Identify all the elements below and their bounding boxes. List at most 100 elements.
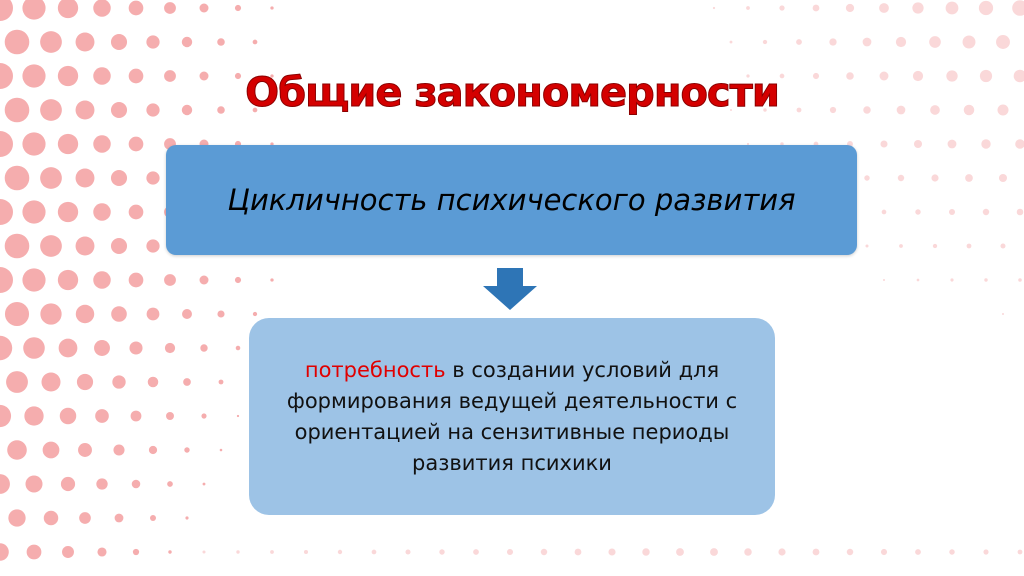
background-dot bbox=[846, 548, 854, 556]
background-dot bbox=[1016, 208, 1024, 216]
background-dot bbox=[812, 4, 820, 12]
background-dot bbox=[778, 548, 786, 556]
background-dot bbox=[129, 341, 143, 355]
background-dot bbox=[984, 278, 988, 282]
background-dot bbox=[93, 271, 111, 289]
background-dot bbox=[882, 278, 886, 282]
background-dot bbox=[979, 69, 993, 83]
background-dot bbox=[42, 441, 60, 459]
background-dot bbox=[236, 550, 240, 554]
background-dot bbox=[40, 235, 62, 257]
background-dot bbox=[0, 474, 10, 494]
background-dot bbox=[22, 268, 46, 292]
background-dot bbox=[676, 548, 684, 556]
background-dot bbox=[405, 549, 411, 555]
background-dot bbox=[863, 106, 871, 114]
background-dot bbox=[862, 37, 872, 47]
background-dot bbox=[22, 0, 46, 20]
background-dot bbox=[201, 413, 207, 419]
background-dot bbox=[912, 2, 924, 14]
background-dot bbox=[58, 338, 78, 358]
background-dot bbox=[181, 36, 193, 48]
background-dot bbox=[946, 70, 958, 82]
background-dot bbox=[146, 239, 160, 253]
background-dot bbox=[202, 550, 206, 554]
background-dot bbox=[916, 278, 920, 282]
background-dot bbox=[950, 278, 954, 282]
background-dot bbox=[0, 63, 13, 89]
background-dot bbox=[915, 209, 921, 215]
background-dot bbox=[439, 549, 445, 555]
background-dot bbox=[75, 100, 95, 120]
background-dot bbox=[997, 104, 1009, 116]
background-dot bbox=[97, 547, 107, 557]
background-dot bbox=[0, 131, 13, 157]
background-dot bbox=[113, 444, 125, 456]
background-dot bbox=[896, 105, 906, 115]
background-dot bbox=[473, 549, 479, 555]
background-dot bbox=[270, 6, 274, 10]
background-dot bbox=[0, 543, 9, 561]
background-dot bbox=[880, 548, 888, 556]
background-dot bbox=[26, 544, 42, 560]
background-dot bbox=[763, 108, 767, 112]
background-dot bbox=[110, 237, 128, 255]
background-dot bbox=[1012, 0, 1024, 16]
background-dot bbox=[25, 475, 43, 493]
background-dot bbox=[167, 481, 173, 487]
background-dot bbox=[95, 409, 109, 423]
background-dot bbox=[57, 0, 79, 19]
background-dot bbox=[982, 208, 990, 216]
background-dot bbox=[130, 410, 142, 422]
background-dot bbox=[712, 6, 716, 10]
background-dot bbox=[746, 142, 750, 146]
background-dot bbox=[93, 67, 111, 85]
background-dot bbox=[846, 72, 854, 80]
background-dot bbox=[642, 548, 650, 556]
background-dot bbox=[4, 165, 30, 191]
background-dot bbox=[185, 516, 189, 520]
background-dot bbox=[40, 99, 62, 121]
background-dot bbox=[200, 344, 208, 352]
background-dot bbox=[998, 173, 1008, 183]
background-dot bbox=[75, 304, 95, 324]
background-dot bbox=[146, 35, 160, 49]
background-dot bbox=[780, 142, 784, 146]
background-dot bbox=[7, 440, 27, 460]
background-dot bbox=[0, 0, 13, 21]
top-box: Цикличность психического развития bbox=[166, 145, 857, 255]
background-dot bbox=[506, 548, 514, 556]
background-dot bbox=[829, 38, 837, 46]
slide-title: Общие закономерности bbox=[245, 70, 781, 117]
background-dot bbox=[1000, 243, 1006, 249]
background-dot bbox=[146, 307, 160, 321]
background-dot bbox=[128, 68, 144, 84]
background-dot bbox=[8, 509, 26, 527]
background-dot bbox=[146, 171, 160, 185]
background-dot bbox=[4, 301, 30, 327]
background-dot bbox=[0, 335, 13, 361]
background-dot bbox=[540, 548, 548, 556]
background-dot bbox=[912, 70, 924, 82]
background-dot bbox=[128, 0, 144, 16]
background-dot bbox=[962, 35, 976, 49]
background-dot bbox=[6, 371, 28, 393]
background-dot bbox=[219, 448, 223, 452]
background-dot bbox=[881, 209, 887, 215]
background-dot bbox=[978, 0, 994, 16]
background-dot bbox=[337, 549, 343, 555]
background-dot bbox=[183, 378, 191, 386]
background-dot bbox=[40, 303, 62, 325]
background-dot bbox=[880, 140, 888, 148]
background-dot bbox=[234, 72, 242, 80]
background-dot bbox=[199, 275, 209, 285]
background-dot bbox=[746, 74, 750, 78]
background-dot bbox=[762, 39, 768, 45]
background-dot bbox=[913, 139, 923, 149]
background-dot bbox=[746, 6, 750, 10]
background-dot bbox=[147, 376, 159, 388]
background-dot bbox=[948, 208, 956, 216]
background-dot bbox=[40, 167, 62, 189]
background-dot bbox=[236, 414, 240, 418]
background-dot bbox=[965, 174, 973, 182]
